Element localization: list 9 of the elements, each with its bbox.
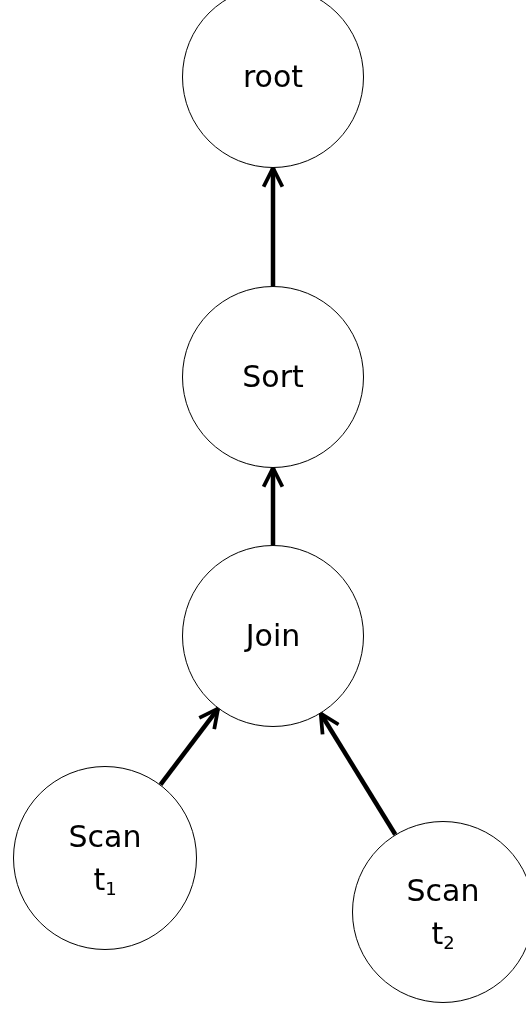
arrow <box>261 466 285 545</box>
node-label: root <box>242 58 304 97</box>
node-label: Join <box>245 617 301 656</box>
node-label: Sort <box>242 358 304 397</box>
node-label: Scan t$_{2}$ <box>405 871 481 955</box>
arrow <box>158 706 220 786</box>
arrow <box>261 166 285 286</box>
arrow <box>318 711 398 836</box>
node-label: Scan t$_{1}$ <box>67 817 143 901</box>
